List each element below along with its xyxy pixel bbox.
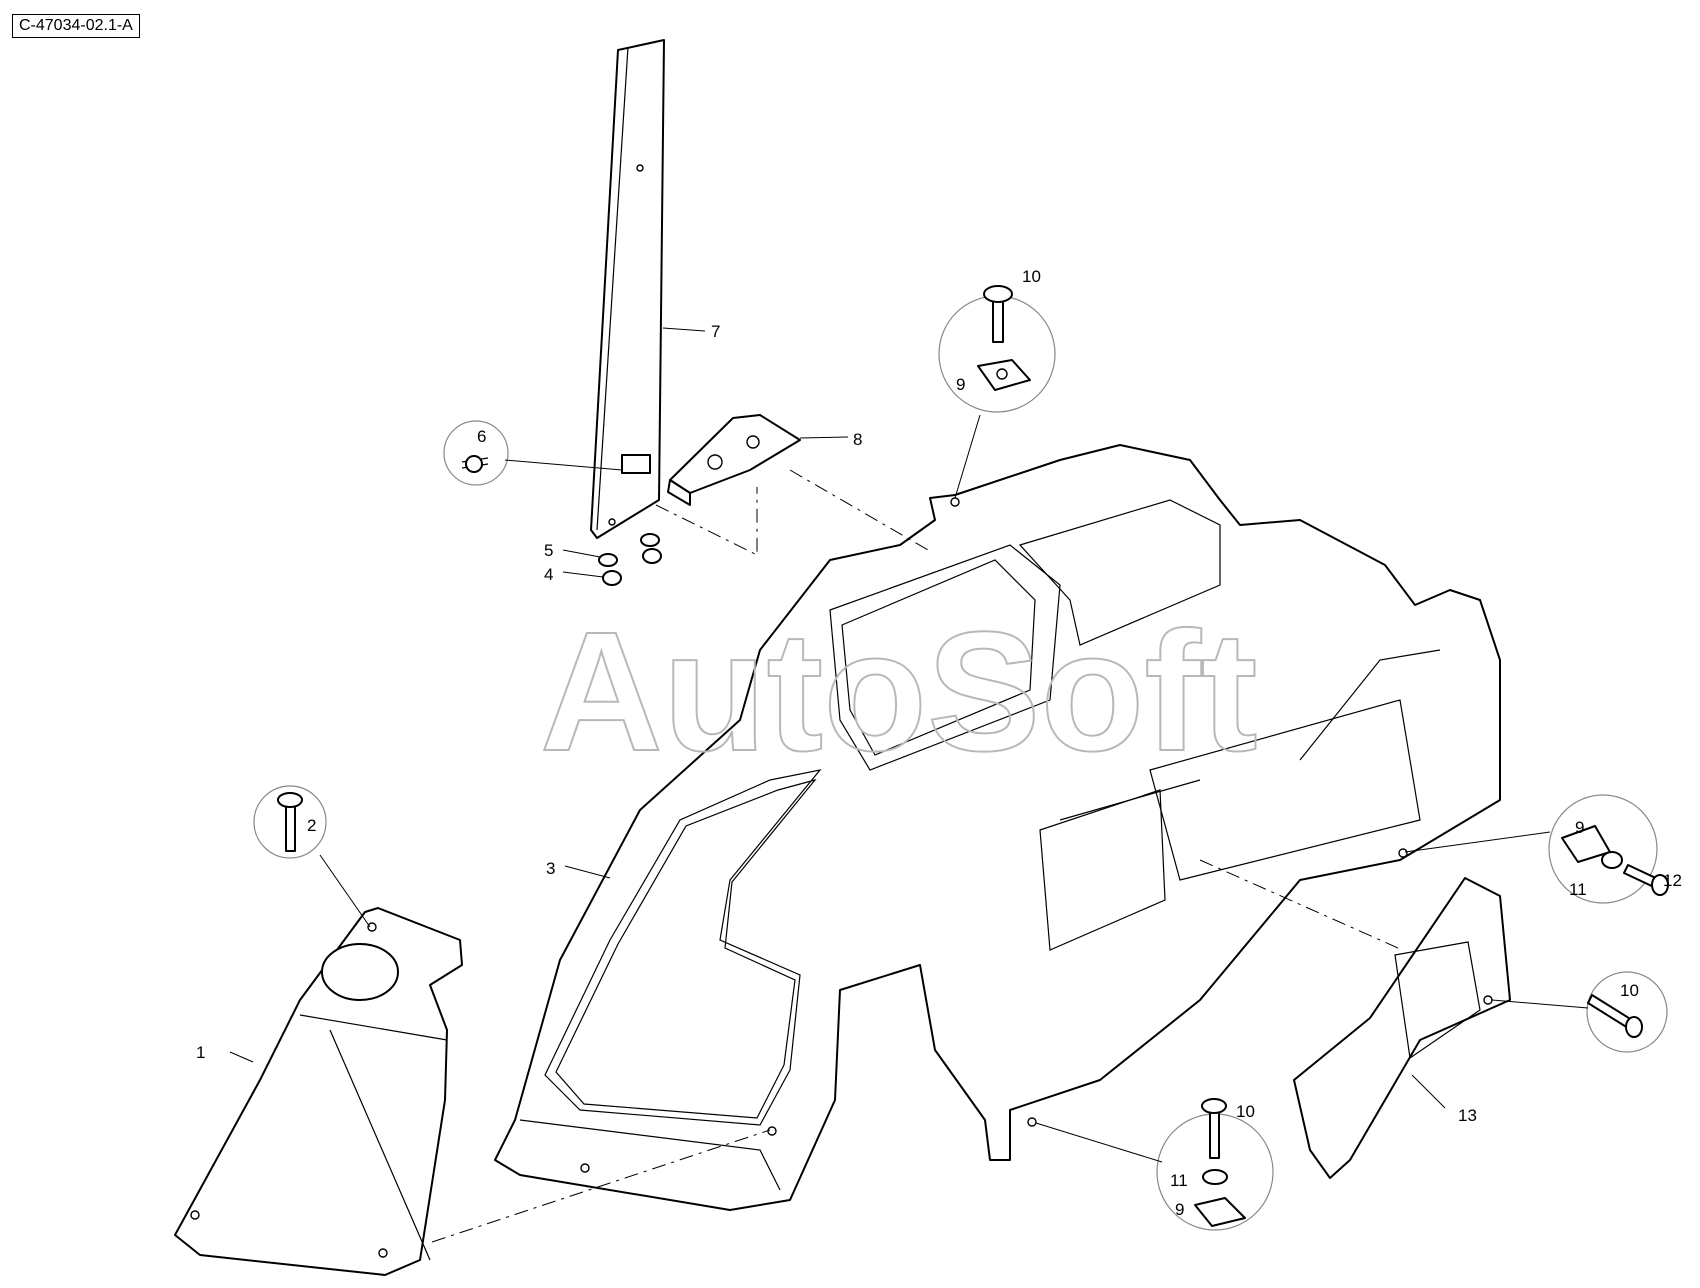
detail-circle-bottom [1156, 1098, 1274, 1231]
leader-lines [229, 327, 1589, 1163]
callout-9-top: 9 [956, 375, 965, 394]
callout-2: 2 [307, 816, 316, 835]
screw-10-detail-right [1586, 971, 1668, 1053]
callout-11-bottom: 11 [1170, 1171, 1188, 1190]
nuts-4-5 [598, 533, 662, 586]
part-1-left-panel [174, 907, 463, 1276]
callout-1: 1 [196, 1043, 205, 1062]
detail-circle-top [938, 285, 1056, 413]
part-3-dashboard-body [494, 444, 1501, 1211]
callout-6: 6 [477, 427, 486, 446]
detail-circle-right [1548, 794, 1669, 904]
callout-13: 13 [1458, 1106, 1477, 1125]
callout-3: 3 [546, 859, 555, 878]
watermark-text: AutoSoft [540, 597, 1258, 787]
part-7-vertical-panel [590, 39, 665, 539]
callout-10-bottom: 10 [1236, 1102, 1255, 1121]
callout-12: 12 [1663, 871, 1682, 890]
callout-10-top: 10 [1022, 267, 1041, 286]
callout-4: 4 [544, 565, 553, 584]
part-8-bracket [667, 414, 801, 506]
callout-labels: 1 2 3 4 5 6 7 8 9 9 9 10 10 10 11 11 12 … [196, 267, 1682, 1219]
callout-5: 5 [544, 541, 553, 560]
callout-8: 8 [853, 430, 862, 449]
drawing-reference: C-47034-02.1-A [12, 14, 140, 38]
assembly-lines [431, 469, 1399, 1243]
callout-11-right: 11 [1569, 880, 1587, 899]
screw-6-detail [443, 420, 509, 486]
part-13-right-panel [1293, 877, 1511, 1179]
callout-9-right: 9 [1575, 818, 1584, 837]
callout-9-bottom: 9 [1175, 1200, 1184, 1219]
callout-7: 7 [711, 322, 720, 341]
screw-2-detail [253, 785, 327, 859]
callout-10-right: 10 [1620, 981, 1639, 1000]
